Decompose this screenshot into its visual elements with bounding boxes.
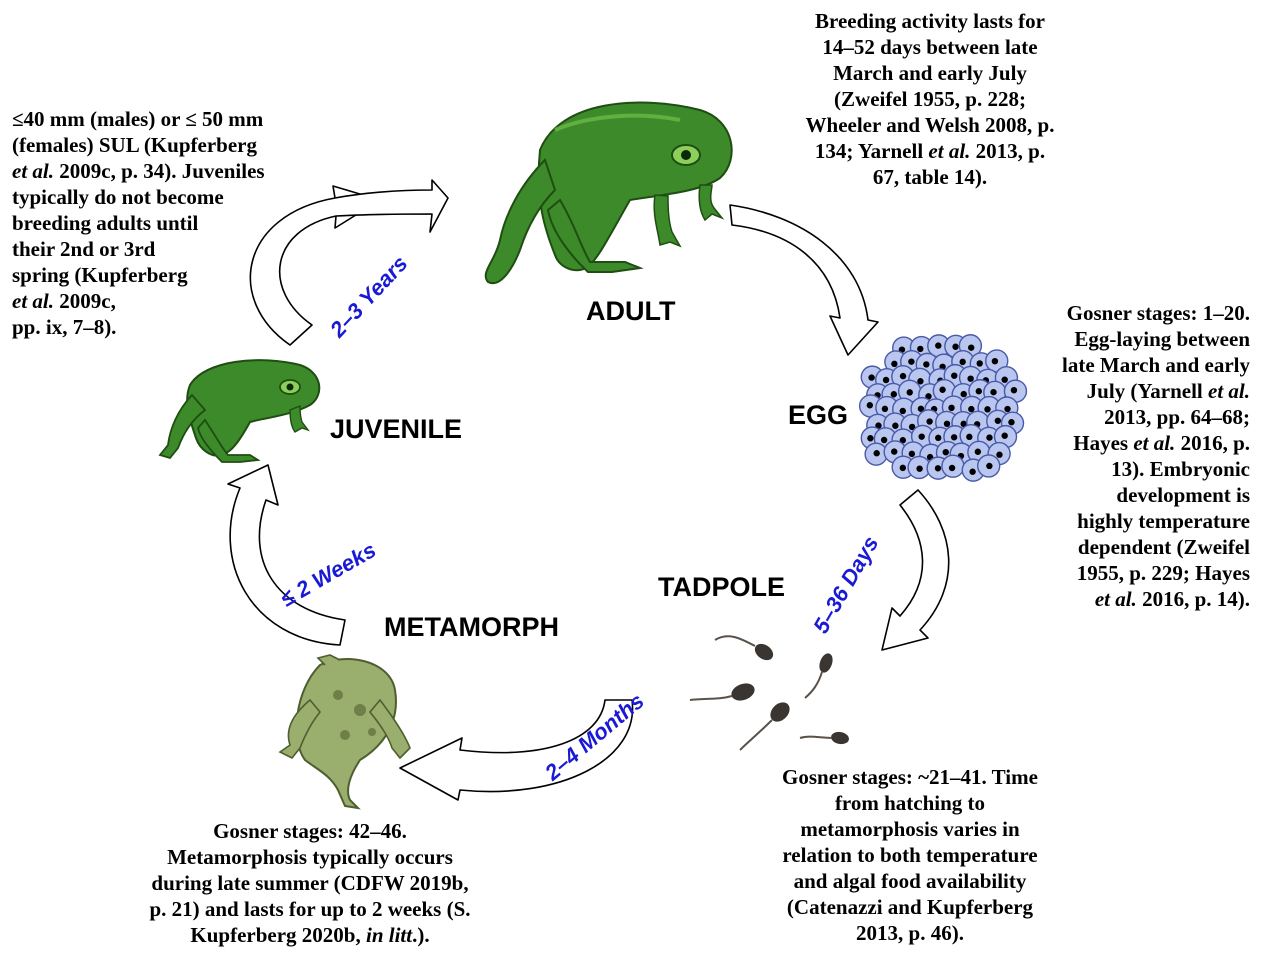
note-juvenile-line: breeding adults until: [12, 210, 352, 236]
adult-frog-icon: [486, 103, 732, 284]
egg-embryo-icon: [935, 342, 941, 348]
metamorph-frog-icon: [280, 655, 410, 808]
egg-embryo-icon: [943, 449, 949, 455]
egg-embryo-icon: [944, 421, 950, 427]
note-juvenile-line: et al. 2009c,: [12, 288, 352, 314]
egg-embryo-icon: [908, 358, 914, 364]
egg-embryo-icon: [969, 469, 975, 475]
egg-embryo-icon: [900, 408, 906, 414]
note-tadpole-line: from hatching to: [720, 790, 1100, 816]
note-egg: Gosner stages: 1–20. Egg-laying between …: [980, 300, 1250, 612]
egg-embryo-icon: [961, 391, 967, 397]
egg-embryo-icon: [892, 423, 898, 429]
egg-embryo-icon: [935, 465, 941, 471]
note-adult-line: March and early July: [770, 60, 1090, 86]
egg-embryo-icon: [959, 359, 965, 365]
note-juvenile: ≤40 mm (males) or ≤ 50 mm (females) SUL …: [12, 106, 352, 340]
note-tadpole-line: Gosner stages: ~21–41. Time: [720, 764, 1100, 790]
note-tadpole-line: 2013, p. 46).: [720, 920, 1100, 946]
egg-embryo-icon: [891, 448, 897, 454]
note-juvenile-line: ≤40 mm (males) or ≤ 50 mm: [12, 106, 352, 132]
note-metamorph: Gosner stages: 42–46. Metamorphosis typi…: [90, 818, 530, 948]
note-egg-line: et al. 2016, p. 14).: [980, 586, 1250, 612]
note-metamorph-line: Metamorphosis typically occurs: [90, 844, 530, 870]
note-adult-line: (Zweifel 1955, p. 228;: [770, 86, 1090, 112]
juvenile-frog-icon: [160, 360, 319, 462]
note-egg-line: Gosner stages: 1–20.: [980, 300, 1250, 326]
egg-embryo-icon: [909, 451, 915, 457]
egg-embryo-icon: [917, 346, 923, 352]
egg-embryo-icon: [891, 361, 897, 367]
note-adult-line: 67, table 14).: [770, 164, 1090, 190]
egg-embryo-icon: [949, 465, 955, 471]
note-adult: Breeding activity lasts for 14–52 days b…: [770, 8, 1090, 190]
note-tadpole-line: and algal food availability: [720, 868, 1100, 894]
egg-embryo-icon: [939, 387, 945, 393]
note-egg-line: 13). Embryonic: [980, 456, 1250, 482]
note-adult-line: 14–52 days between late: [770, 34, 1090, 60]
note-juvenile-line: (females) SUL (Kupferberg: [12, 132, 352, 158]
note-tadpole: Gosner stages: ~21–41. Time from hatchin…: [720, 764, 1100, 946]
note-egg-line: Hayes et al. 2016, p.: [980, 430, 1250, 456]
note-metamorph-line: p. 21) and lasts for up to 2 weeks (S.: [90, 896, 530, 922]
egg-embryo-icon: [891, 391, 897, 397]
stage-label-tadpole: TADPOLE: [658, 572, 785, 603]
stage-label-adult: ADULT: [586, 296, 675, 327]
note-juvenile-line: pp. ix, 7–8).: [12, 314, 352, 340]
tadpole-group-icon: [690, 636, 850, 750]
note-egg-line: late March and early: [980, 352, 1250, 378]
egg-embryo-icon: [900, 373, 906, 379]
note-egg-line: 2013, pp. 64–68;: [980, 404, 1250, 430]
egg-embryo-icon: [883, 377, 889, 383]
egg-embryo-icon: [867, 435, 873, 441]
egg-embryo-icon: [951, 372, 957, 378]
note-tadpole-line: metamorphosis varies in: [720, 816, 1100, 842]
note-juvenile-line: spring (Kupferberg: [12, 262, 352, 288]
note-juvenile-line: et al. 2009c, p. 34). Juveniles: [12, 158, 352, 184]
note-juvenile-line: typically do not become: [12, 184, 352, 210]
egg-embryo-icon: [966, 434, 972, 440]
egg-embryo-icon: [926, 418, 932, 424]
egg-embryo-icon: [948, 405, 954, 411]
note-metamorph-line: Kupferberg 2020b, in litt.).: [90, 922, 530, 948]
arrow-metamorph-to-juvenile: [228, 465, 345, 645]
note-adult-line: Breeding activity lasts for: [770, 8, 1090, 34]
egg-embryo-icon: [918, 433, 924, 439]
note-metamorph-line: Gosner stages: 42–46.: [90, 818, 530, 844]
note-egg-line: dependent (Zweifel: [980, 534, 1250, 560]
note-egg-line: 1955, p. 229; Hayes: [980, 560, 1250, 586]
note-adult-line: 134; Yarnell et al. 2013, p.: [770, 138, 1090, 164]
stage-label-egg: EGG: [788, 400, 848, 431]
egg-embryo-icon: [968, 406, 974, 412]
note-egg-line: development is: [980, 482, 1250, 508]
arrow-adult-to-egg: [730, 205, 878, 355]
note-tadpole-line: relation to both temperature: [720, 842, 1100, 868]
egg-embryo-icon: [867, 402, 873, 408]
stage-label-juvenile: JUVENILE: [330, 414, 462, 445]
egg-embryo-icon: [916, 465, 922, 471]
egg-embryo-icon: [882, 406, 888, 412]
egg-embryo-icon: [952, 344, 958, 350]
egg-embryo-icon: [923, 361, 929, 367]
note-egg-line: highly temperature: [980, 508, 1250, 534]
note-tadpole-line: (Catenazzi and Kupferberg: [720, 894, 1100, 920]
note-egg-line: Egg-laying between: [980, 326, 1250, 352]
note-juvenile-line: their 2nd or 3rd: [12, 236, 352, 262]
arrow-egg-to-tadpole: [882, 490, 949, 650]
egg-embryo-icon: [907, 389, 913, 395]
egg-embryo-icon: [881, 437, 887, 443]
egg-embryo-icon: [935, 435, 941, 441]
egg-embryo-icon: [968, 344, 974, 350]
egg-embryo-icon: [900, 465, 906, 471]
note-egg-line: July (Yarnell et al.: [980, 378, 1250, 404]
egg-embryo-icon: [868, 374, 874, 380]
egg-embryo-icon: [951, 434, 957, 440]
egg-embryo-icon: [873, 450, 879, 456]
stage-label-metamorph: METAMORPH: [384, 612, 559, 643]
note-adult-line: Wheeler and Welsh 2008, p.: [770, 112, 1090, 138]
egg-embryo-icon: [967, 375, 973, 381]
note-metamorph-line: during late summer (CDFW 2019b,: [90, 870, 530, 896]
